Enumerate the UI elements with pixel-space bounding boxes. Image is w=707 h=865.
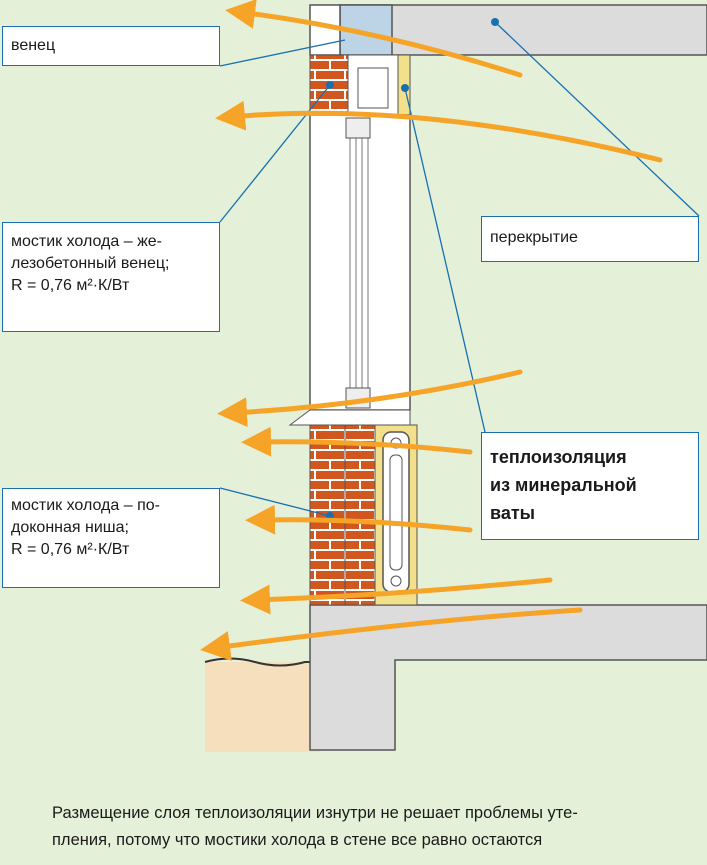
heat-arrow-3 xyxy=(217,369,523,428)
leader-bridge1 xyxy=(219,84,331,223)
leader-perekr xyxy=(494,21,700,217)
label-line: мостик холода – же- xyxy=(11,233,162,250)
caption-line: Размещение слоя теплоизоляции изнутри не… xyxy=(52,804,578,822)
label-cold-bridge-sill-niche: мостик холода – по- доконная ниша; R = 0… xyxy=(2,488,220,588)
label-venets: венец xyxy=(2,26,220,66)
label-line: из минеральной xyxy=(490,475,637,495)
heat-arrow-7 xyxy=(200,607,583,661)
label-venets-line: венец xyxy=(11,37,56,54)
leader-insul xyxy=(404,87,486,433)
floor-slab xyxy=(339,4,707,56)
window-frame xyxy=(309,114,411,411)
foundation xyxy=(309,604,707,751)
label-line: доконная ниша; xyxy=(11,519,129,536)
label-line: R = 0,76 м²·К/Вт xyxy=(11,541,130,558)
label-line: R = 0,76 м²·К/Вт xyxy=(11,277,130,294)
heat-arrows xyxy=(200,0,663,661)
heat-arrow-4 xyxy=(241,426,473,457)
label-line: мостик холода – по- xyxy=(11,497,160,514)
sill-bricks-inner xyxy=(344,424,376,606)
label-floor-slab: перекрытие xyxy=(481,216,699,262)
heat-arrow-1 xyxy=(225,0,523,78)
heat-arrow-2 xyxy=(215,100,663,163)
wall-top xyxy=(309,4,341,56)
label-cold-bridge-ring-beam: мостик холода – же- лезобетонный венец; … xyxy=(2,222,220,332)
leader-bridge2 xyxy=(219,487,331,517)
window-sill xyxy=(288,409,411,426)
label-line: перекрытие xyxy=(490,229,578,246)
heat-arrow-5 xyxy=(245,504,473,535)
label-line: теплоизоляция xyxy=(490,447,627,467)
figure-caption: Размещение слоя теплоизоляции изнутри не… xyxy=(52,800,702,854)
soil xyxy=(205,662,320,752)
label-line: ваты xyxy=(490,503,536,523)
lintel-inner xyxy=(357,67,389,109)
label-insulation: теплоизоляция из минеральной ваты xyxy=(481,432,699,540)
caption-line: пления, потому что мостики холода в стен… xyxy=(52,831,543,849)
heat-arrow-6 xyxy=(240,577,553,615)
label-line: лезобетонный венец; xyxy=(11,255,170,272)
leader-venets xyxy=(219,39,346,67)
